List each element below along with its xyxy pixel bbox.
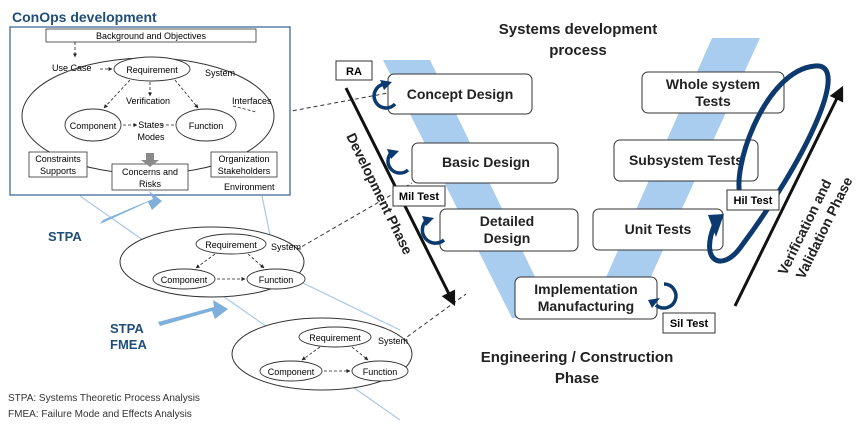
supports-label: Supports	[40, 166, 77, 176]
environment-label: Environment	[224, 182, 275, 192]
sil-test-label: Sil Test	[670, 318, 709, 330]
organization-label: Organization	[218, 154, 269, 164]
mil-test-label: Mil Test	[399, 191, 439, 203]
engineering-label-1: Engineering / Construction	[481, 349, 674, 366]
cycle-icon-heads	[380, 80, 660, 308]
process-header: Systems development process	[499, 21, 657, 59]
fmea-function: Function	[363, 367, 398, 377]
cycle-icon	[372, 82, 678, 310]
states-label: States	[138, 120, 164, 130]
hil-test-label: Hil Test	[734, 195, 773, 207]
verification-label: Verification	[126, 96, 170, 106]
mil-test-box: Mil Test	[392, 185, 446, 207]
hil-test-box: Hil Test	[726, 189, 780, 211]
ra-box: RA	[335, 60, 373, 81]
fmea-system: System	[378, 336, 408, 346]
ra-label: RA	[346, 66, 362, 78]
stpa-requirement: Requirement	[205, 240, 257, 250]
concept-design-box: Concept Design	[387, 73, 533, 115]
whole-system-box: Whole system Tests	[641, 71, 785, 114]
detailed-design-label-2: Design	[484, 230, 531, 246]
conops-system-label: System	[205, 68, 235, 78]
detailed-design-label-1: Detailed	[480, 213, 534, 229]
conops-title: ConOps development	[12, 9, 157, 25]
modes-label: Modes	[137, 132, 165, 142]
conops-component: Component	[70, 121, 117, 131]
unit-tests-label: Unit Tests	[625, 221, 692, 237]
stpa-label: STPA	[48, 229, 82, 244]
stpa-function: Function	[259, 275, 294, 285]
subsystem-tests-box: Subsystem Tests	[613, 139, 759, 182]
sil-test-box: Sil Test	[662, 312, 716, 334]
conops-requirement: Requirement	[126, 65, 178, 75]
concerns-label: Concerns and	[122, 167, 178, 177]
whole-system-label-1: Whole system	[666, 76, 760, 92]
implementation-box: Implementation Manufacturing	[514, 276, 658, 320]
detailed-design-box: Detailed Design	[439, 208, 579, 252]
basic-design-label: Basic Design	[442, 154, 530, 170]
stpa-fmea-label-1: STPA	[110, 321, 144, 336]
header-line-2: process	[549, 42, 607, 59]
whole-system-label-2: Tests	[695, 93, 731, 109]
interfaces-label: Interfaces	[232, 96, 272, 106]
fmea-requirement: Requirement	[309, 333, 361, 343]
stpa-fmea-label-2: FMEA	[110, 337, 147, 352]
conops-function: Function	[189, 121, 224, 131]
engineering-label-2: Phase	[555, 370, 599, 387]
constraints-label: Constraints	[35, 154, 81, 164]
fmea-component: Component	[268, 367, 315, 377]
implementation-label-2: Manufacturing	[538, 298, 634, 314]
hil-loop	[707, 63, 831, 264]
use-case-label: Use Case	[52, 63, 92, 73]
concept-design-label: Concept Design	[407, 86, 514, 102]
legend-stpa: STPA: Systems Theoretic Process Analysis	[8, 393, 200, 404]
fmea-system-ellipse: Requirement System Component Function	[231, 317, 413, 391]
header-line-1: Systems development	[499, 21, 657, 38]
implementation-label-1: Implementation	[534, 281, 637, 297]
background-label: Background and Objectives	[96, 31, 207, 41]
basic-design-box: Basic Design	[411, 142, 559, 184]
unit-tests-box: Unit Tests	[592, 208, 724, 251]
conops-panel: ConOps development Background and Object…	[9, 9, 291, 196]
risks-label: Risks	[139, 179, 161, 189]
subsystem-tests-label: Subsystem Tests	[629, 152, 743, 168]
stakeholders-label: Stakeholders	[218, 166, 271, 176]
stpa-component: Component	[161, 275, 208, 285]
legend-fmea: FMEA: Failure Mode and Effects Analysis	[8, 409, 192, 420]
engineering-phase: Engineering / Construction Phase	[481, 349, 674, 387]
stpa-system-ellipse: Requirement System Component Function	[119, 226, 306, 298]
legend: STPA: Systems Theoretic Process Analysis…	[8, 393, 200, 420]
analysis-arrows: STPA STPA FMEA	[48, 191, 228, 352]
stpa-system: System	[271, 242, 301, 252]
